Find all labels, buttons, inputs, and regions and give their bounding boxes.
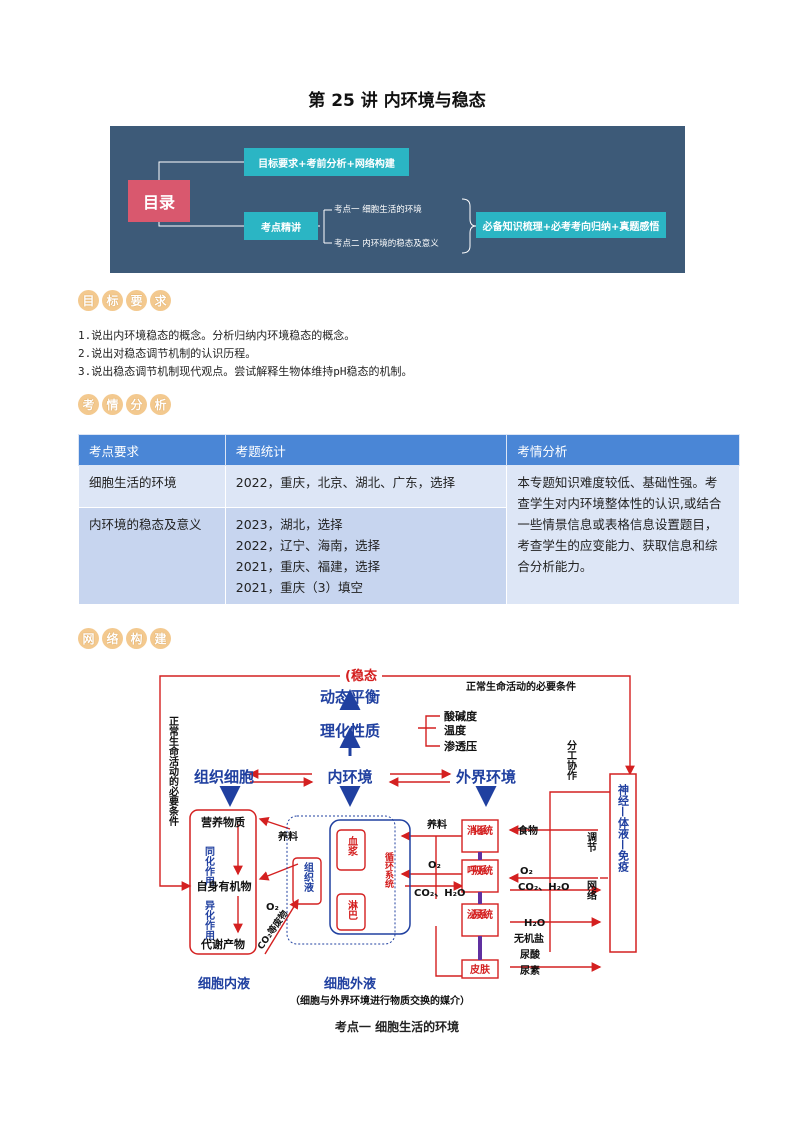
section-char: 析 xyxy=(150,394,171,415)
label-co2-left: CO₂等废物 xyxy=(255,908,291,952)
label-properties: 理化性质 xyxy=(320,722,380,740)
section-char: 分 xyxy=(126,394,147,415)
label-o2-left: O₂ xyxy=(266,902,279,913)
label-urea: 尿素 xyxy=(520,964,540,977)
label-co2-h2o-right: CO₂、H₂O xyxy=(518,882,569,893)
label-metabolites: 代谢产物 xyxy=(200,937,245,951)
label-assimilation: 同化作用 xyxy=(203,846,216,887)
label-co2-h2o-mid: CO₂、H₂O xyxy=(414,888,465,899)
label-nutrient-feed-left: 养料 xyxy=(277,830,298,843)
concept-map-diagram: (稳态 动态平衡 理化性质 酸碱度 温度 渗透压 正常生命活动的必要条件 正常生… xyxy=(159,668,637,1007)
table-cell-stats: 2023，湖北，选择 2022，辽宁、海南，选择 2021，重庆、福建，选择 2… xyxy=(224,507,508,605)
label-plasma: 血浆 xyxy=(346,835,358,857)
stat-line: 2022，重庆，北京、湖北、广东，选择 xyxy=(235,475,456,490)
stat-line: 2022，辽宁、海南，选择 xyxy=(235,538,381,553)
label-medium-note: （细胞与外界环境进行物质交换的媒介） xyxy=(290,994,470,1007)
section-char: 情 xyxy=(102,394,123,415)
stat-line: 2023，湖北，选择 xyxy=(235,517,343,532)
section-char: 目 xyxy=(78,290,99,311)
section-char: 考 xyxy=(78,394,99,415)
toc-item-knowledge[interactable]: 必备知识梳理+必考考向归纳+真题感悟 xyxy=(476,212,666,238)
label-nutrients: 营养物质 xyxy=(201,815,245,829)
toc-subitem-1[interactable]: 考点一 细胞生活的环境 xyxy=(334,205,422,215)
label-temperature: 温度 xyxy=(444,723,467,737)
label-tissue-fluid: 组织液 xyxy=(302,861,314,893)
table-of-contents: 目录 目标要求+考前分析+网络构建 考点精讲 考点一 细胞生活的环境 考点二 内… xyxy=(110,126,685,273)
label-food: 食物 xyxy=(517,824,538,837)
label-dynamic-balance: 动态平衡 xyxy=(320,688,380,706)
label-extracellular: 细胞外液 xyxy=(324,976,376,992)
requirement-item: 3.说出稳态调节机制现代观点。尝试解释生物体维持pH稳态的机制。 xyxy=(78,365,413,378)
section-char: 标 xyxy=(102,290,123,311)
table-header: 考点要求 xyxy=(78,434,226,466)
label-regulation: 调节 xyxy=(585,831,597,853)
section-char: 求 xyxy=(150,290,171,311)
label-necessary-left: 正常生命活动的必要条件 xyxy=(167,716,180,827)
table-cell-analysis: 本专题知识难度较低、基础性强。考查学生对内环境整体性的认识,或结合一些情景信息或… xyxy=(506,465,740,605)
label-o2-right: O₂ xyxy=(520,866,533,877)
label-circulatory: 循环系统 xyxy=(383,851,394,889)
table-cell-stats: 2022，重庆，北京、湖北、广东，选择 xyxy=(224,465,508,508)
table-header: 考情分析 xyxy=(506,434,740,466)
section-char: 构 xyxy=(126,628,147,649)
label-lymph: 淋巴 xyxy=(346,899,358,920)
section-header-goals: 目 标 要 求 xyxy=(78,290,171,311)
label-acidity: 酸碱度 xyxy=(444,709,478,723)
section-char: 建 xyxy=(150,628,171,649)
label-internal-env: 内环境 xyxy=(327,768,372,786)
label-salts: 无机盐 xyxy=(513,932,544,945)
stat-line: 2021，重庆、福建，选择 xyxy=(235,559,381,574)
requirement-item: 1.说出内环境稳态的概念。分析归纳内环境稳态的概念。 xyxy=(78,329,356,342)
label-steady-state: (稳态 xyxy=(345,668,377,684)
label-osmotic: 渗透压 xyxy=(444,739,477,753)
label-tissue-cells: 组织细胞 xyxy=(194,768,254,786)
exam-analysis-table: 考点要求 考题统计 考情分析 细胞生活的环境 2022，重庆，北京、湖北、广东，… xyxy=(78,434,740,605)
section-char: 络 xyxy=(102,628,123,649)
table-row: 细胞生活的环境 2022，重庆，北京、湖北、广东，选择 本专题知识难度较低、基础… xyxy=(78,465,740,605)
label-intracellular: 细胞内液 xyxy=(198,976,250,992)
label-external-env: 外界环境 xyxy=(455,768,516,786)
section-header-network: 网 络 构 建 xyxy=(78,628,171,649)
label-necessary-top: 正常生命活动的必要条件 xyxy=(466,680,576,693)
toc-item-lectures[interactable]: 考点精讲 xyxy=(244,212,318,240)
label-urinary: 泌尿系统 xyxy=(467,908,493,921)
label-digestive-1: 消化系统 xyxy=(467,824,493,837)
page-title: 第 25 讲 内环境与稳态 xyxy=(308,91,486,111)
requirement-item: 2.说出对稳态调节机制的认识历程。 xyxy=(78,347,257,360)
section-char: 要 xyxy=(126,290,147,311)
label-h2o: H₂O xyxy=(524,918,545,929)
requirements-list: 1.说出内环境稳态的概念。分析归纳内环境稳态的概念。 2.说出对稳态调节机制的认… xyxy=(78,327,413,381)
label-network: 网络 xyxy=(585,880,597,901)
label-dissimilation: 异化作用 xyxy=(203,900,216,941)
label-respiratory: 呼吸系统 xyxy=(467,864,493,877)
section-caption: 考点一 细胞生活的环境 xyxy=(334,1020,460,1034)
label-skin: 皮肤 xyxy=(469,963,491,976)
table-header: 考题统计 xyxy=(224,434,508,466)
table-cell-topic: 内环境的稳态及意义 xyxy=(78,507,226,605)
toc-item-overview[interactable]: 目标要求+考前分析+网络构建 xyxy=(244,148,409,176)
label-uric-acid: 尿酸 xyxy=(520,948,541,961)
table-cell-topic: 细胞生活的环境 xyxy=(78,465,226,508)
section-char: 网 xyxy=(78,628,99,649)
label-nutrient-feed-right: 养料 xyxy=(426,818,447,831)
label-o2-mid: O₂ xyxy=(428,860,441,871)
table-row: 内环境的稳态及意义 2023，湖北，选择 2022，辽宁、海南，选择 2021，… xyxy=(78,507,740,605)
stat-line: 2021，重庆（3）填空 xyxy=(235,580,364,595)
section-header-analysis: 考 情 分 析 xyxy=(78,394,171,415)
label-own-organics: 自身有机物 xyxy=(197,879,252,893)
toc-mulu-label: 目录 xyxy=(128,180,190,222)
toc-subitem-2[interactable]: 考点二 内环境的稳态及意义 xyxy=(334,239,439,249)
label-neuro: 神经—体液—免疫 xyxy=(617,783,630,873)
label-division: 分工协作 xyxy=(565,739,577,781)
